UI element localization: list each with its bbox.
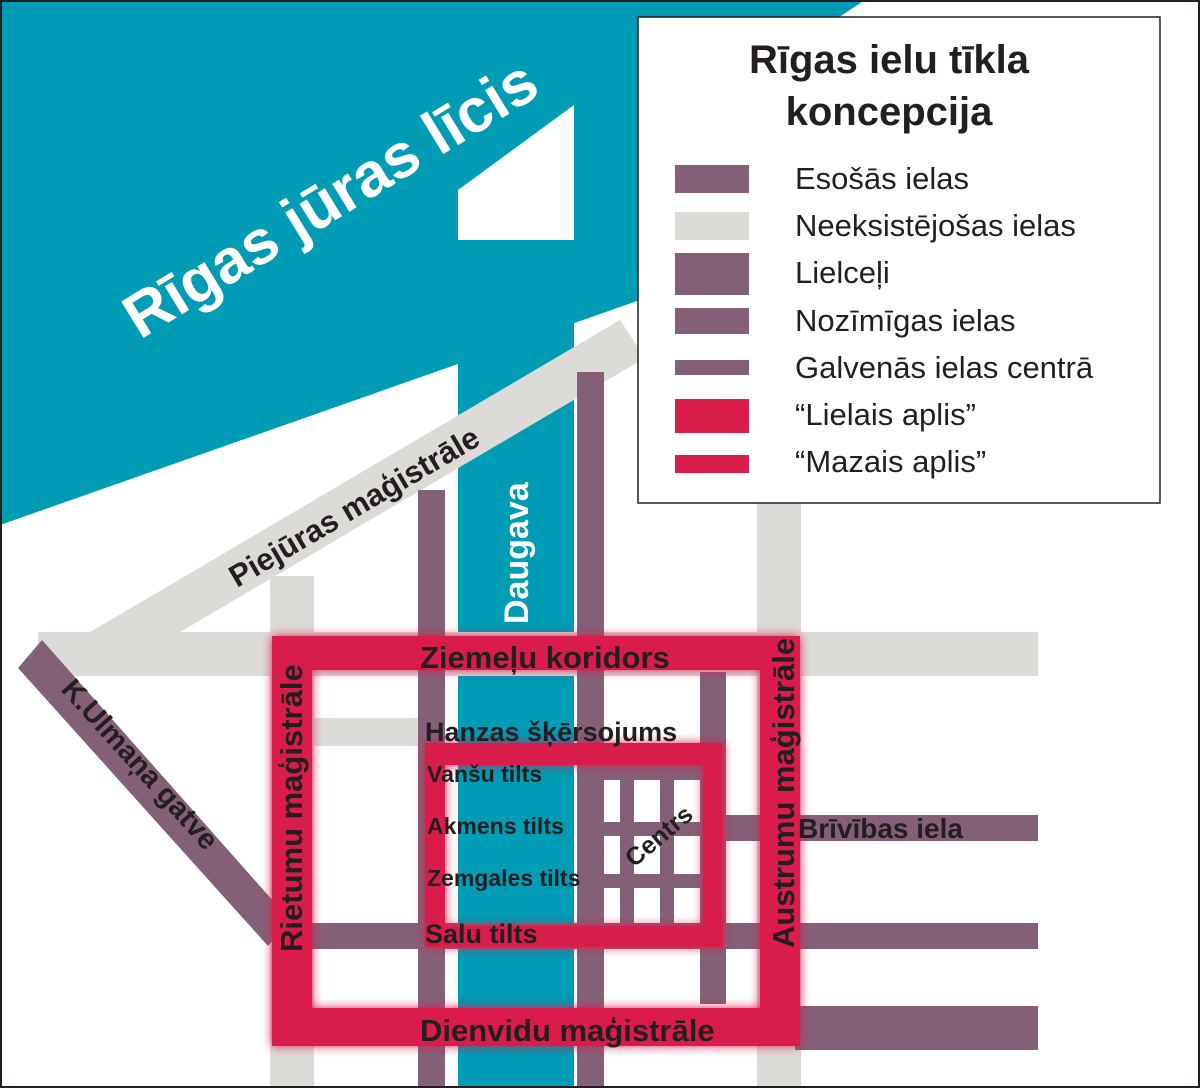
legend-label-lielceli: Lielceļi <box>795 255 890 290</box>
centre-h3 <box>578 874 718 888</box>
legend-label-galvenas: Galvenās ielas centrā <box>795 350 1094 385</box>
centre-v1 <box>620 745 634 925</box>
legend-title-line1: Rīgas ielu tīkla <box>749 38 1030 82</box>
legend-label-mazais: “Mazais aplis” <box>795 444 986 479</box>
river-label: Daugava <box>498 481 536 624</box>
small-ring-right <box>703 743 723 947</box>
big-ring-left <box>272 636 312 1046</box>
salu-label: Salu tilts <box>425 919 538 949</box>
legend-label-lielais: “Lielais aplis” <box>795 397 976 432</box>
legend-title-line2: koncepcija <box>786 90 994 134</box>
austrumu-label: Austrumu maģistrāle <box>766 638 801 948</box>
zemgales-label: Zemgales tilts <box>427 865 580 891</box>
dienvidu-east <box>795 1006 1038 1050</box>
piejuras-road <box>80 320 645 638</box>
rietumu-label: Rietumu maģistrāle <box>274 664 309 952</box>
legend-swatch-nozimigas <box>675 308 749 334</box>
centre-v2 <box>660 745 674 925</box>
ziemelu-label: Ziemeļu koridors <box>420 640 670 675</box>
salu-east <box>800 923 1038 949</box>
ring-roads <box>272 636 800 1046</box>
vansu-label: Vanšu tilts <box>427 761 542 787</box>
centre-h1 <box>578 763 718 780</box>
small-ring-bottom <box>425 926 723 947</box>
grey-horizontal-mid <box>300 718 420 746</box>
centre-h2 <box>578 822 718 836</box>
big-ring-top <box>272 636 800 670</box>
small-ring-left <box>425 743 445 947</box>
legend-swatch-galvenas <box>675 360 749 375</box>
big-ring-right <box>760 636 800 1046</box>
dienvidu-label: Dienvidu maģistrāle <box>420 1013 715 1048</box>
legend-label-nozimigas: Nozīmīgas ielas <box>795 303 1016 338</box>
legend-swatch-mazais <box>675 455 749 473</box>
small-ring-top <box>425 743 723 765</box>
brivibas-label: Brīvības iela <box>798 813 963 844</box>
legend-label-esosas: Esošās ielas <box>795 161 969 196</box>
legend-swatch-lielceli <box>675 253 749 295</box>
legend-swatch-neeksistejosas <box>675 212 749 240</box>
hanzas-label: Hanzas šķērsojums <box>425 717 677 747</box>
street-v-right <box>577 372 604 1088</box>
legend-swatch-lielais <box>675 399 749 433</box>
legend-swatch-esosas <box>675 165 749 193</box>
legend-label-neeksistejosas: Neeksistējošas ielas <box>795 208 1076 243</box>
akmens-label: Akmens tilts <box>427 813 564 839</box>
big-ring-bottom <box>272 1008 800 1046</box>
legend: Rīgas ielu tīkla koncepcija Esošās ielas… <box>637 16 1161 504</box>
ulmana-road <box>18 640 290 946</box>
